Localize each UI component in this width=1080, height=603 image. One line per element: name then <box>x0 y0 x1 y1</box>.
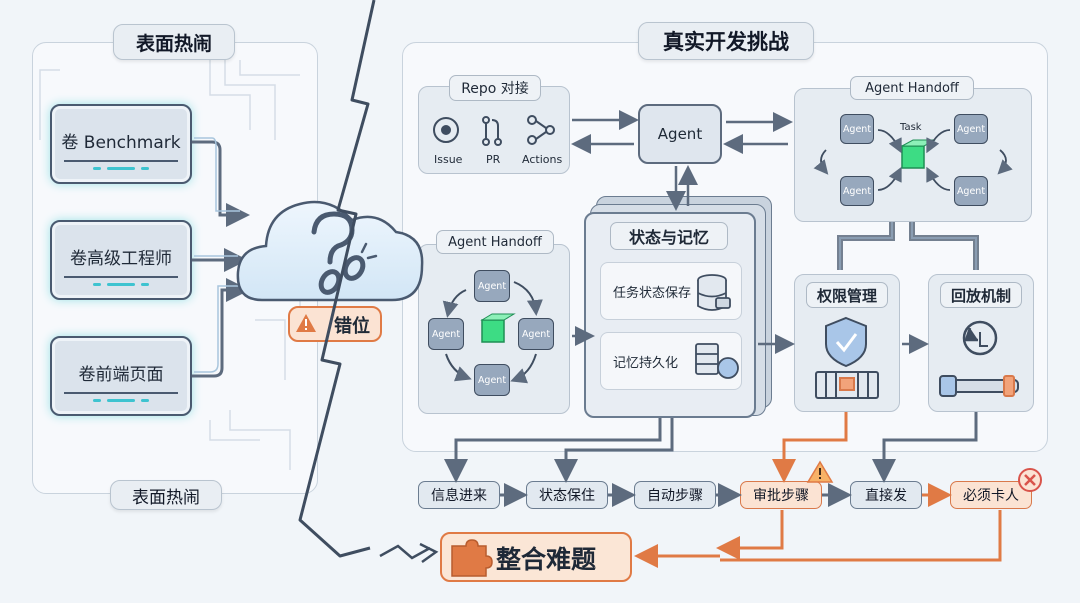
card-benchmark-label: 卷 Benchmark <box>61 133 181 153</box>
flow-must-block: 必须卡人 <box>950 481 1032 509</box>
warning-icon <box>296 314 316 332</box>
left-title-top: 表面热闹 <box>113 24 235 60</box>
handoff-mid-agent: Agent <box>474 364 510 396</box>
left-title-bottom: 表面热闹 <box>110 480 222 510</box>
task-label: Task <box>900 122 922 133</box>
task-cube-icon <box>901 139 936 169</box>
misalign-label: 错位 <box>334 316 370 337</box>
card-frontend-page-label: 卷前端页面 <box>78 365 164 385</box>
github-icon <box>433 117 459 143</box>
card-senior-engineer-label: 卷高级工程师 <box>70 249 172 269</box>
handoff-top-agent: Agent <box>840 176 874 206</box>
handoff-mid-title: Agent Handoff <box>436 230 554 254</box>
close-icon <box>1018 468 1042 492</box>
memory-persist-label: 记忆持久化 <box>613 355 679 371</box>
pr-label: PR <box>486 153 501 166</box>
rollback-title: 回放机制 <box>940 282 1022 308</box>
card-senior-engineer: 卷高级工程师 <box>50 220 192 300</box>
handoff-mid-agent: Agent <box>518 318 554 350</box>
right-title: 真实开发挑战 <box>638 22 814 60</box>
actions-icon <box>527 115 555 145</box>
permission-title: 权限管理 <box>806 282 888 308</box>
repo-title: Repo 对接 <box>449 75 541 101</box>
handoff-top-agent: Agent <box>840 114 874 144</box>
approval-warning-icon <box>806 460 834 483</box>
handoff-cube-icon <box>480 313 516 343</box>
card-bar <box>64 392 178 406</box>
task-state-save-label: 任务状态保存 <box>613 285 692 301</box>
card-benchmark: 卷 Benchmark <box>50 104 192 184</box>
handoff-mid-agent: Agent <box>474 270 510 302</box>
card-bar <box>64 276 178 290</box>
flow-state-keep: 状态保住 <box>526 481 608 509</box>
handoff-top-agent: Agent <box>954 176 988 206</box>
handoff-top-title: Agent Handoff <box>850 76 974 100</box>
pull-request-icon <box>482 116 502 146</box>
gate-icon <box>815 371 879 399</box>
handoff-mid-agent: Agent <box>428 318 464 350</box>
timeline-slider-icon <box>939 375 1019 397</box>
lightning-divider <box>298 0 376 558</box>
card-bar <box>64 160 178 174</box>
replay-icon <box>962 320 998 356</box>
server-brain-icon <box>695 343 739 379</box>
shield-check-icon <box>825 316 867 368</box>
handoff-top-agent: Agent <box>954 114 988 144</box>
integration-label: 整合难题 <box>496 545 597 574</box>
issue-label: Issue <box>434 153 463 166</box>
card-frontend-page: 卷前端页面 <box>50 336 192 416</box>
left-connectors <box>192 140 250 378</box>
actions-label: Actions <box>522 153 562 166</box>
agent-main[interactable]: Agent <box>638 104 722 164</box>
repo-icon-labels: Issue PR Actions <box>434 153 562 166</box>
state-memory-title: 状态与记忆 <box>610 222 728 250</box>
flow-auto-step: 自动步骤 <box>634 481 716 509</box>
puzzle-icon <box>451 539 493 577</box>
database-lock-icon <box>697 274 731 311</box>
flow-direct-send: 直接发 <box>850 481 922 509</box>
